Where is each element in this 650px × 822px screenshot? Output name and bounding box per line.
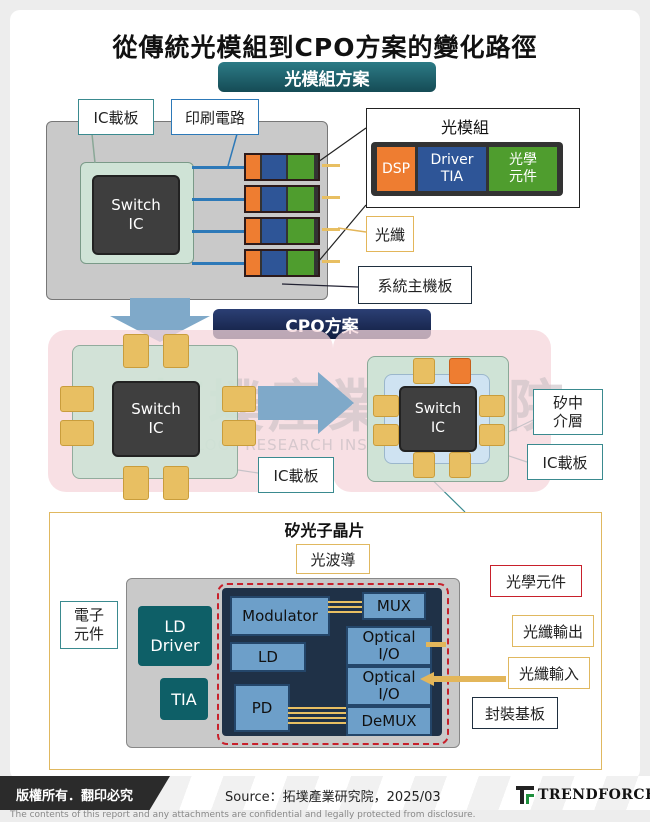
modulator: Modulator bbox=[230, 596, 330, 636]
copyright-badge bbox=[0, 776, 170, 810]
optical-io-1: Optical I/O bbox=[346, 626, 432, 666]
waveguide bbox=[288, 722, 346, 724]
fiber-connector bbox=[322, 260, 340, 263]
waveguide bbox=[288, 717, 346, 719]
optical-components-dashed bbox=[217, 583, 449, 745]
label-fiber-in: 光纖輸入 bbox=[508, 657, 590, 689]
optical-io-2: Optical I/O bbox=[346, 666, 432, 706]
label-optical-components: 光學元件 bbox=[490, 565, 582, 597]
optical-engine-pad bbox=[449, 452, 471, 478]
io-pad bbox=[222, 420, 256, 446]
optical-engine-pad bbox=[413, 358, 435, 384]
module-scheme-banner: 光模組方案 bbox=[218, 62, 436, 92]
pcb-trace bbox=[192, 230, 244, 233]
pcb-trace bbox=[192, 166, 244, 169]
waveguide bbox=[328, 611, 362, 613]
optical-engine-pad bbox=[479, 424, 505, 446]
optics-block: 光學 元件 bbox=[489, 147, 557, 191]
io-pad bbox=[163, 334, 189, 368]
label-interposer: 矽中 介層 bbox=[533, 389, 603, 435]
fiber-connector bbox=[322, 196, 340, 199]
tia: TIA bbox=[160, 678, 208, 720]
disclaimer-text: The contents of this report and any atta… bbox=[10, 810, 476, 820]
label-package-substrate: 封裝基板 bbox=[472, 697, 558, 729]
cpo-switch-ic-left: Switch IC bbox=[112, 381, 200, 457]
transition-arrow-right bbox=[258, 372, 354, 434]
label-fiber: 光纖 bbox=[366, 216, 414, 252]
copyright-text: 版權所有．翻印必究 bbox=[16, 789, 134, 804]
trendforce-logo-icon bbox=[516, 786, 534, 804]
fiber-in-arrow bbox=[420, 672, 506, 686]
label-electronic-components: 電子 元件 bbox=[60, 601, 118, 649]
pcb-trace bbox=[192, 262, 244, 265]
switch-ic: Switch IC bbox=[92, 175, 180, 255]
io-pad bbox=[123, 466, 149, 500]
pcb-trace bbox=[192, 198, 244, 201]
optical-engine-pad bbox=[413, 452, 435, 478]
dsp-block: DSP bbox=[377, 147, 415, 191]
label-mainboard: 系統主機板 bbox=[358, 266, 472, 304]
optical-module bbox=[244, 153, 320, 181]
io-pad bbox=[222, 386, 256, 412]
optical-module bbox=[244, 249, 320, 277]
driver-tia-block: Driver TIA bbox=[418, 147, 486, 191]
pd: PD bbox=[234, 684, 290, 732]
io-pad bbox=[60, 420, 94, 446]
waveguide bbox=[288, 707, 346, 709]
optical-engine-pad bbox=[479, 395, 505, 417]
waveguide bbox=[328, 606, 362, 608]
source-text: Source：拓墣產業研究院，2025/03 bbox=[225, 790, 441, 805]
io-pad bbox=[60, 386, 94, 412]
label-pcb: 印刷電路 bbox=[171, 99, 259, 135]
optical-module bbox=[244, 185, 320, 213]
label-ic-substrate-left: IC載板 bbox=[258, 457, 334, 493]
label-ic-substrate: IC載板 bbox=[78, 99, 154, 135]
label-waveguide: 光波導 bbox=[296, 544, 370, 574]
transition-arrow-down bbox=[110, 298, 210, 342]
waveguide bbox=[328, 601, 362, 603]
ld-driver: LD Driver bbox=[138, 606, 212, 666]
module-callout-title: 光模組 bbox=[441, 118, 490, 137]
mux: MUX bbox=[362, 592, 426, 620]
io-pad bbox=[123, 334, 149, 368]
silicon-photonics-title: 矽光子晶片 bbox=[284, 521, 365, 540]
cpo-switch-ic-right: Switch IC bbox=[399, 386, 477, 452]
page-title: 從傳統光模組到CPO方案的變化路徑 bbox=[112, 33, 538, 62]
io-pad bbox=[163, 466, 189, 500]
fiber-connector bbox=[322, 228, 340, 231]
demux: DeMUX bbox=[346, 706, 432, 736]
optical-engine-pad bbox=[449, 358, 471, 384]
fiber-connector bbox=[322, 164, 340, 167]
label-fiber-out: 光纖輸出 bbox=[512, 615, 594, 647]
brand-name: TRENDFORCE bbox=[538, 787, 650, 803]
waveguide bbox=[288, 712, 346, 714]
ld: LD bbox=[230, 642, 306, 672]
optical-engine-pad bbox=[373, 424, 399, 446]
fiber-out-arrow bbox=[426, 642, 446, 647]
optical-module bbox=[244, 217, 320, 245]
label-ic-substrate-right: IC載板 bbox=[527, 444, 603, 480]
optical-engine-pad bbox=[373, 395, 399, 417]
